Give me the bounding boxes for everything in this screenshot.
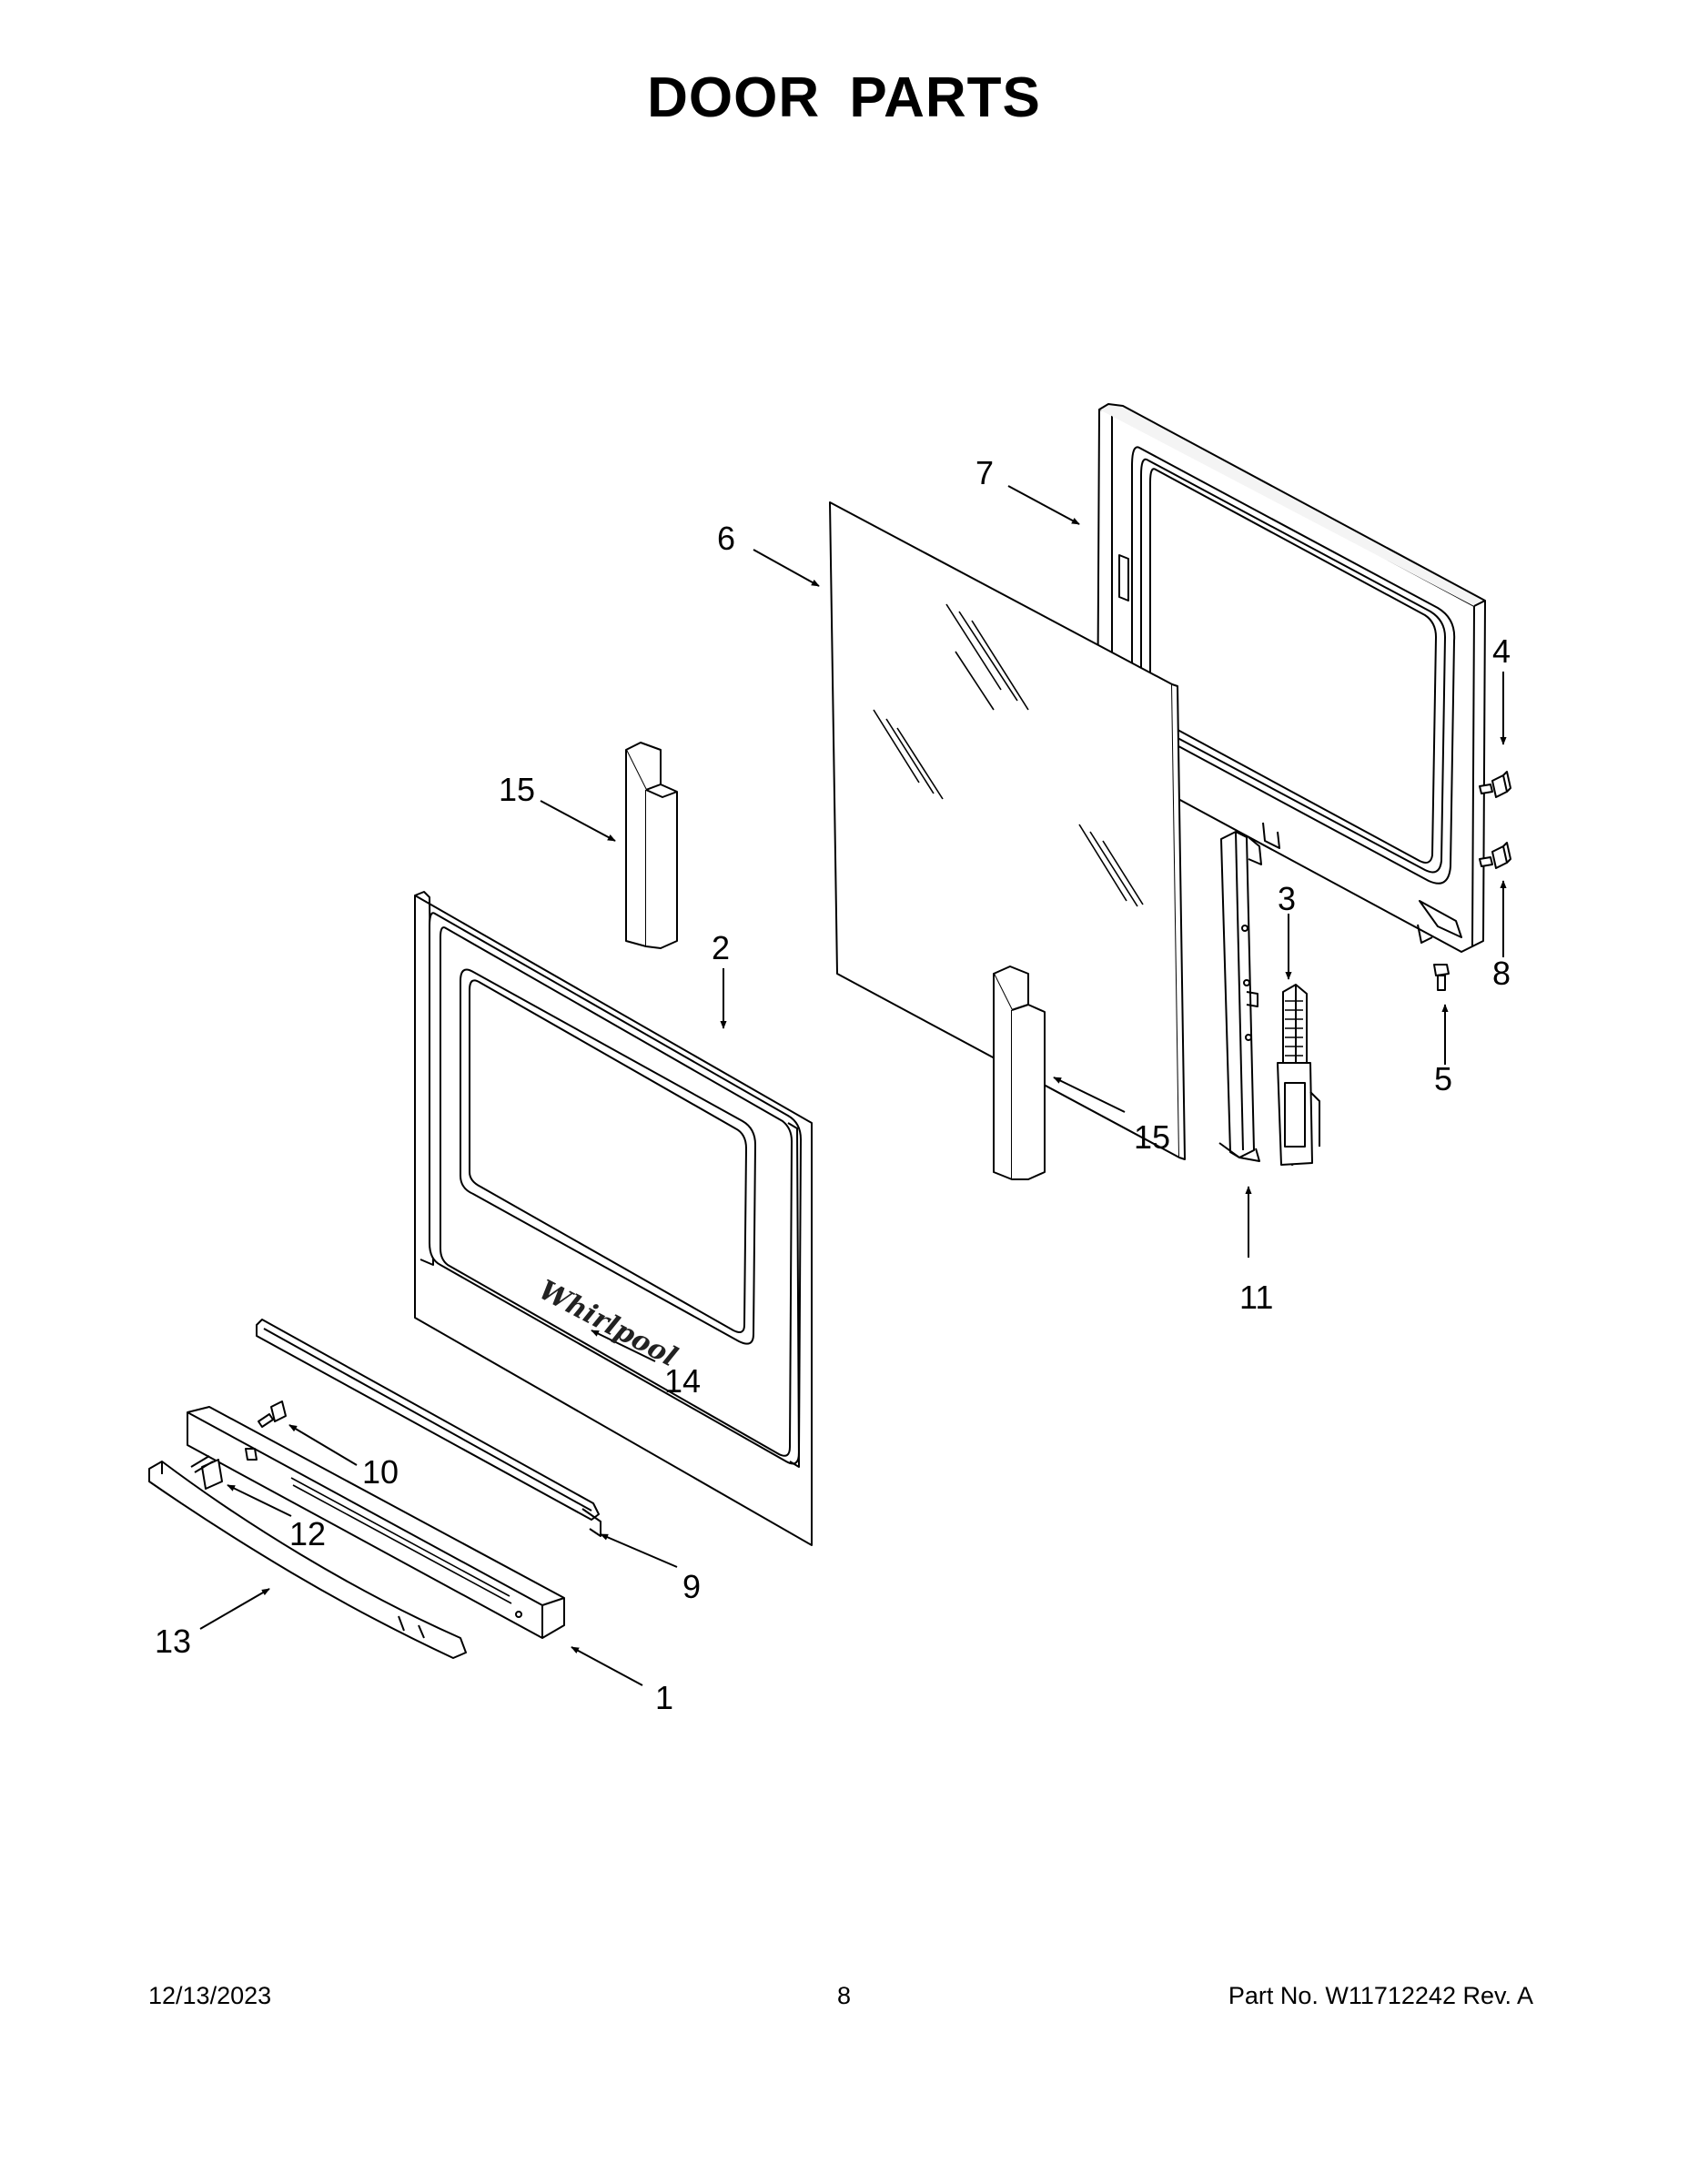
callout-label-10: 9 [682,1568,701,1605]
callout-label-9: 7 [975,454,994,491]
callout-arrows [199,485,1507,1686]
callout-label-3: 3 [1278,880,1296,917]
callout-label-8: 11 [1239,1279,1273,1316]
page-title: DOOR PARTS [647,66,1041,129]
hinge-receiver-part [1218,831,1262,1162]
footer-date: 12/13/2023 [148,1982,272,2009]
door-hinge-part [1277,984,1320,1166]
inner-door-liner-part [1097,403,1486,953]
callout-label-13: 13 [155,1623,191,1660]
screw-5-part [1433,964,1450,991]
callout-label-12: 12 [289,1515,326,1552]
footer-part-info: Part No. W11712242 Rev. A [1228,1982,1533,2009]
callout-label-14: 14 [664,1362,701,1400]
door-handle-part [148,1461,467,1659]
screw-11-part [258,1400,287,1428]
callout-label-15-lower: 15 [1134,1118,1170,1156]
handle-end-cap-part [190,1455,223,1490]
callout-label-1: 1 [655,1679,673,1716]
callout-label-15-upper: 15 [499,771,535,808]
callout-label-11: 10 [362,1453,399,1491]
inner-glass-part [829,501,1186,1160]
screw-4-part [1479,771,1511,798]
screw-7-part [1479,842,1511,869]
footer-page-number: 8 [836,1982,852,2009]
callout-label-4: 4 [1492,632,1511,670]
callout-label-5: 5 [1434,1060,1452,1097]
door-trim-bracket-part [187,1406,565,1639]
callout-label-2: 2 [712,929,730,966]
insulation-block-upper-part [625,742,678,949]
outer-door-panel-part [414,891,813,1546]
insulation-block-lower-part [993,966,1046,1180]
callout-label-6: 6 [717,520,735,557]
door-trim-part [256,1319,601,1537]
callout-label-7: 8 [1492,955,1511,992]
